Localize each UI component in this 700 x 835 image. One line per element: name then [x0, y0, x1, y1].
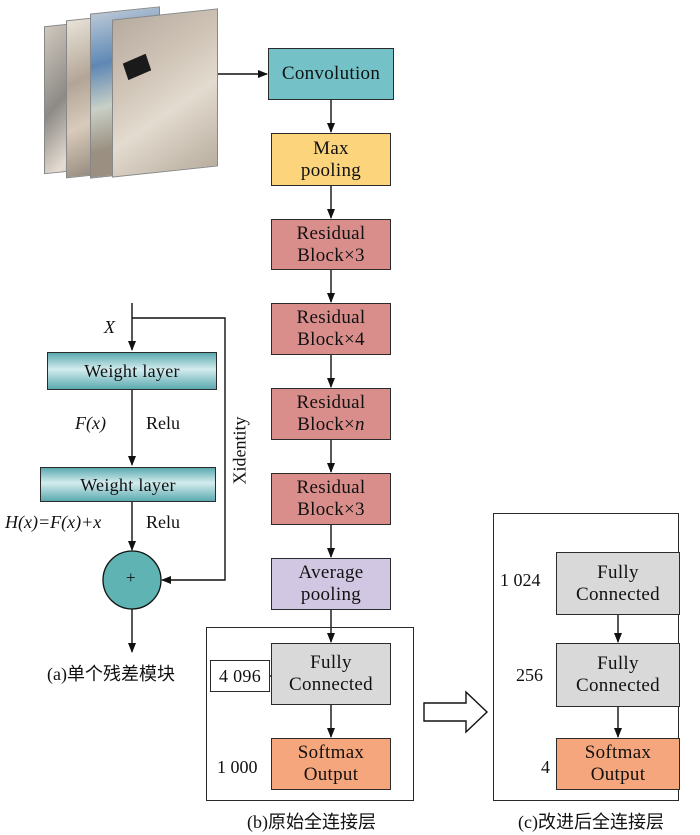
input-image-layer	[112, 8, 218, 178]
original-softmax-block: Softmax Output	[271, 738, 391, 790]
improved-fc2-dim: 256	[516, 665, 543, 685]
residual-input-label: X	[104, 317, 115, 337]
original-fc-dim-box: 4 096	[210, 660, 270, 692]
convolution-block: Convolution	[268, 48, 394, 100]
original-fc-frame	[206, 627, 414, 801]
fx-label: F(x)	[75, 413, 106, 433]
residual-module-caption: (a)单个残差模块	[47, 664, 175, 684]
original-fc-caption: (b)原始全连接层	[247, 812, 376, 832]
residual-block-3-line2: Block×	[297, 414, 356, 435]
transform-arrow-icon	[423, 690, 489, 734]
hx-label: H(x)=F(x)+x	[5, 512, 102, 532]
improved-fc1-dim: 1 024	[500, 570, 541, 590]
improved-fc-caption: (c)改进后全连接层	[518, 812, 664, 832]
identity-label: Xidentity	[229, 416, 250, 485]
original-fully-connected-block: Fully Connected	[271, 643, 391, 705]
max-pooling-block: Max pooling	[271, 133, 391, 186]
residual-block-4: Residual Block×3	[271, 473, 391, 525]
relu-label-2: Relu	[146, 512, 180, 532]
improved-fully-connected-block-2: Fully Connected	[556, 643, 680, 707]
identity-shortcut	[132, 317, 226, 584]
weight-layer-2: Weight layer	[40, 467, 216, 502]
weight-layer-1: Weight layer	[47, 352, 217, 390]
original-softmax-dim: 1 000	[217, 757, 258, 777]
residual-block-2: Residual Block×4	[271, 303, 391, 355]
improved-softmax-block: Softmax Output	[556, 738, 680, 790]
relu-label-1: Relu	[146, 413, 180, 433]
improved-softmax-dim: 4	[541, 757, 550, 777]
sum-node	[102, 550, 162, 610]
crack-mark	[122, 53, 152, 81]
improved-fully-connected-block-1: Fully Connected	[556, 552, 680, 615]
residual-block-1: Residual Block×3	[271, 219, 391, 270]
average-pooling-block: Average pooling	[271, 558, 391, 610]
residual-block-3-n: n	[355, 414, 365, 435]
residual-block-3: Residual Block×n	[271, 388, 391, 440]
sum-symbol: +	[126, 568, 136, 587]
residual-block-3-line1: Residual	[296, 392, 366, 413]
